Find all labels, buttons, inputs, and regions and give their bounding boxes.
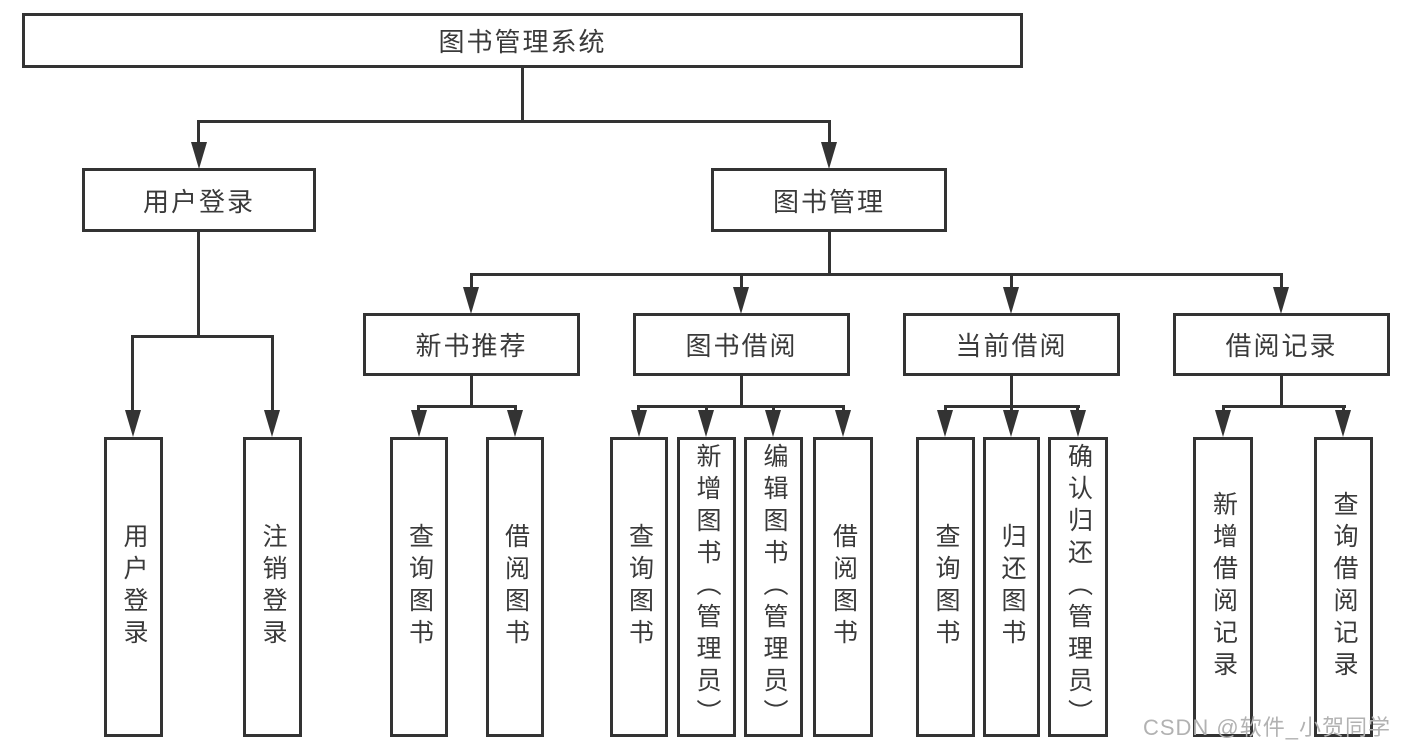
node-current-borrowing: 当前借阅	[903, 313, 1120, 376]
leaf-edit-books-admin: 编辑图书（管理员）	[744, 437, 803, 737]
connector-branch-newbooks	[417, 405, 517, 408]
connector-stub-level3	[740, 273, 743, 289]
connector-stub-leaf	[131, 335, 134, 414]
arrow-down-icon	[631, 410, 647, 437]
leaf-label: 查询借阅记录	[1330, 491, 1358, 683]
leaf-label: 编辑图书（管理员）	[760, 443, 788, 731]
leaf-label: 归还图书	[998, 523, 1026, 651]
connector-stub-leaf	[271, 335, 274, 414]
connector-userlogin-down	[197, 232, 200, 338]
connector-stub-level3	[470, 273, 473, 289]
leaf-query-books-new: 查询图书	[390, 437, 448, 737]
leaf-label: 新增借阅记录	[1209, 491, 1238, 683]
connector-stub-leaf	[1222, 405, 1225, 414]
leaf-label: 查询图书	[625, 523, 654, 651]
node-label: 借阅记录	[1225, 331, 1338, 361]
leaf-label: 新增图书（管理员）	[693, 443, 721, 731]
arrow-down-icon	[698, 410, 714, 437]
connector-branch-borrowrecords	[1222, 405, 1346, 408]
arrow-down-icon	[821, 142, 837, 169]
leaf-add-borrow-record: 新增借阅记录	[1193, 437, 1253, 737]
leaf-logout: 注销登录	[243, 437, 302, 737]
leaf-label: 查询图书	[932, 523, 960, 651]
arrow-down-icon	[191, 142, 207, 169]
leaf-query-borrow-record: 查询借阅记录	[1314, 437, 1373, 737]
leaf-label: 借阅图书	[829, 523, 858, 651]
node-book-management: 图书管理	[711, 168, 947, 232]
arrow-down-icon	[1003, 410, 1019, 437]
leaf-confirm-return-admin: 确认归还（管理员）	[1048, 437, 1108, 737]
connector-bookborrow-down	[740, 376, 743, 407]
connector-stub-leaf	[1342, 405, 1345, 414]
leaf-label: 查询图书	[405, 523, 434, 651]
leaf-user-login: 用户登录	[104, 437, 163, 737]
connector-stub-level3	[1010, 273, 1013, 289]
connector-branch-level2	[197, 120, 831, 123]
leaf-label: 注销登录	[259, 523, 287, 651]
leaf-return-books: 归还图书	[983, 437, 1040, 737]
csdn-watermark: CSDN @软件_小贺同学	[1142, 715, 1391, 740]
connector-newbooks-down	[470, 376, 473, 407]
connector-stub-leaf	[772, 405, 775, 414]
connector-root-stub	[521, 68, 524, 123]
connector-branch-bookborrow	[637, 405, 845, 408]
arrow-down-icon	[835, 410, 851, 437]
connector-stub-leaf	[1010, 405, 1013, 414]
connector-stub-leaf	[1076, 405, 1079, 414]
arrow-down-icon	[765, 410, 781, 437]
connector-branch-level3	[470, 273, 1283, 276]
node-label: 图书管理	[772, 186, 885, 217]
node-label: 图书管理系统	[438, 27, 607, 57]
node-book-borrowing: 图书借阅	[633, 313, 850, 376]
connector-stub-leaf	[417, 405, 420, 414]
leaf-label: 用户登录	[120, 523, 148, 651]
arrow-down-icon	[264, 410, 280, 437]
leaf-borrow-books-new: 借阅图书	[486, 437, 544, 737]
arrow-down-icon	[1215, 410, 1231, 437]
leaf-query-books-current: 查询图书	[916, 437, 975, 737]
node-library-system: 图书管理系统	[22, 13, 1023, 68]
arrow-down-icon	[1003, 287, 1019, 314]
arrow-down-icon	[411, 410, 427, 437]
connector-stub-book-mgmt	[828, 120, 831, 145]
arrow-down-icon	[125, 410, 141, 437]
connector-bookmgmt-down	[828, 232, 831, 276]
arrow-down-icon	[1335, 410, 1351, 437]
connector-branch-userlogin	[132, 335, 274, 338]
node-borrowing-records: 借阅记录	[1173, 313, 1390, 376]
arrow-down-icon	[463, 287, 479, 314]
leaf-add-books-admin: 新增图书（管理员）	[677, 437, 736, 737]
leaf-label: 确认归还（管理员）	[1064, 443, 1093, 731]
node-label: 用户登录	[142, 186, 255, 217]
connector-stub-user-login	[197, 120, 200, 145]
node-label: 新书推荐	[415, 331, 528, 361]
leaf-borrow-books: 借阅图书	[813, 437, 873, 737]
arrow-down-icon	[507, 410, 523, 437]
connector-currentborrow-down	[1010, 376, 1013, 407]
connector-stub-leaf	[705, 405, 708, 414]
node-label: 图书借阅	[685, 331, 798, 361]
arrow-down-icon	[1273, 287, 1289, 314]
node-new-book-recommend: 新书推荐	[363, 313, 580, 376]
node-user-login: 用户登录	[82, 168, 316, 232]
leaf-label: 借阅图书	[501, 523, 530, 651]
arrow-down-icon	[937, 410, 953, 437]
arrow-down-icon	[1070, 410, 1086, 437]
leaf-query-books-borrow: 查询图书	[610, 437, 668, 737]
connector-stub-leaf	[514, 405, 517, 414]
connector-stub-leaf	[944, 405, 947, 414]
connector-stub-leaf	[842, 405, 845, 414]
node-label: 当前借阅	[955, 331, 1068, 361]
connector-borrowrecords-down	[1280, 376, 1283, 407]
connector-stub-leaf	[637, 405, 640, 414]
arrow-down-icon	[733, 287, 749, 314]
connector-stub-level3	[1280, 273, 1283, 289]
